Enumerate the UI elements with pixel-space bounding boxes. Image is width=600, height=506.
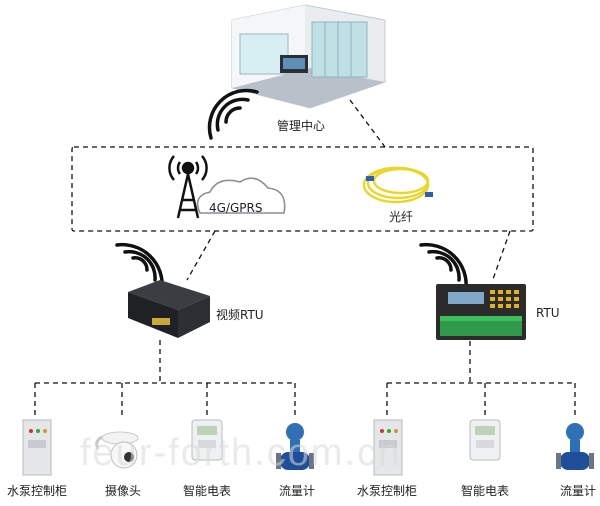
watermark: feur-forth.com.cn (80, 432, 402, 474)
control-center-icon (231, 4, 386, 109)
smart-meter-label: 智能电表 (461, 484, 510, 498)
wireless-signal-icon (207, 88, 259, 140)
network-label: 4G/GPRS (209, 201, 263, 215)
smart-meter-label: 智能电表 (183, 484, 232, 498)
smart-meter-icon (469, 419, 501, 461)
video-rtu-device-icon (128, 280, 210, 338)
rtu-label: RTU (536, 306, 560, 320)
flowmeter-icon (276, 423, 314, 470)
flowmeter-label: 流量计 (279, 484, 316, 498)
flowmeter-icon (556, 423, 594, 470)
flowmeter-label: 流量计 (560, 484, 597, 498)
fiber-coil-icon (362, 166, 433, 204)
video-rtu-label: 视频RTU (216, 308, 264, 322)
rtu-device-icon (436, 284, 526, 340)
camera-label: 摄像头 (105, 484, 142, 498)
pump-cabinet-icon (22, 419, 52, 476)
dashed-links (34, 99, 576, 416)
cloud-icon (196, 177, 286, 214)
fiber-label: 光纤 (389, 210, 414, 224)
pump-cabinet-label: 水泵控制柜 (7, 484, 68, 498)
video-rtu-signal-icon (115, 242, 164, 290)
smart-meter-icon (191, 419, 223, 461)
pump-cabinet-icon (373, 419, 403, 476)
control-center-label: 管理中心 (277, 119, 326, 133)
rtu-signal-icon (419, 242, 468, 290)
pump-cabinet-label: 水泵控制柜 (357, 484, 418, 498)
cell-tower-icon (168, 155, 208, 219)
camera-icon (95, 431, 139, 469)
